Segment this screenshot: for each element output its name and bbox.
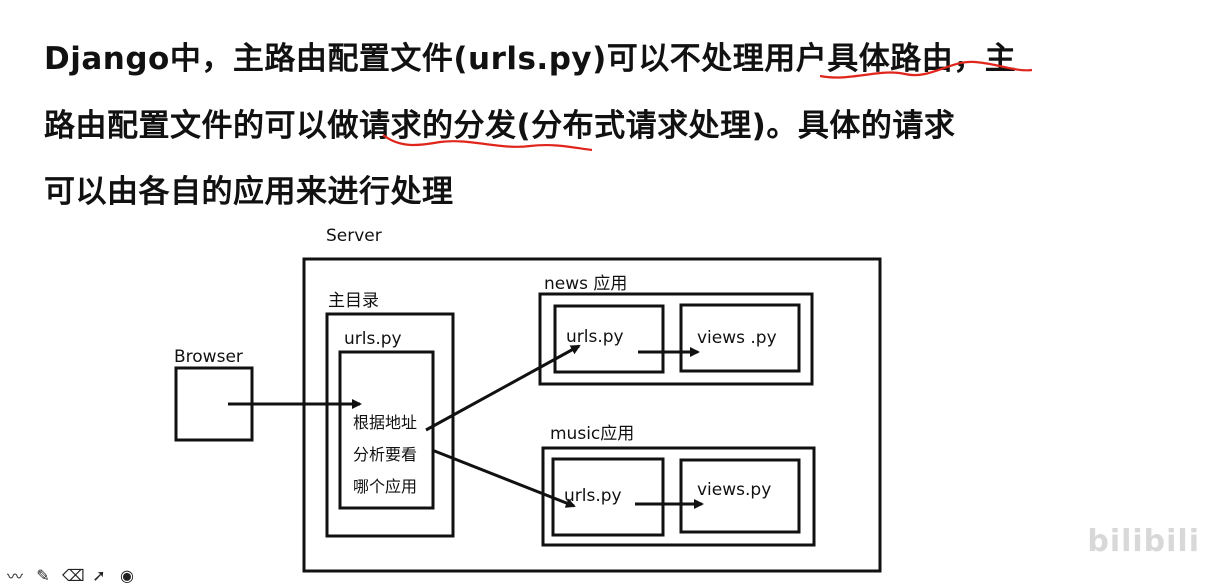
- arrow-urls-to-news: [425, 344, 581, 432]
- server-label: Server: [326, 226, 382, 246]
- main-urls-label: urls.py: [344, 329, 402, 349]
- pen-tool-icon[interactable]: 〰: [6, 567, 23, 586]
- browser-label: Browser: [174, 347, 243, 367]
- news-app-label: news 应用: [544, 274, 627, 294]
- annotation-toolbar: 〰 ✎ ⌫ ➚ ◉: [0, 562, 156, 588]
- news-views-label: views .py: [697, 328, 777, 348]
- heading-line-3: 可以由各自的应用来进行处理: [44, 174, 454, 210]
- news-urls-box: [553, 304, 665, 374]
- news-app-box: [538, 292, 814, 386]
- main-dir-label: 主目录: [328, 291, 379, 311]
- music-urls-label: urls.py: [564, 486, 622, 506]
- music-app-label: music应用: [550, 424, 634, 444]
- main-text-line-2: 分析要看: [353, 445, 417, 464]
- music-views-box: [679, 458, 801, 534]
- record-icon[interactable]: ◉: [120, 565, 134, 585]
- heading-line-1: Django中，主路由配置文件(urls.py)可以不处理用户具体路由，主: [44, 41, 1017, 77]
- main-urls-box: [338, 350, 435, 510]
- music-app-box: [541, 446, 816, 547]
- main-text-line-3: 哪个应用: [353, 477, 417, 496]
- annotation-underline-1: [819, 60, 1033, 79]
- news-urls-label: urls.py: [566, 327, 624, 347]
- eraser-icon[interactable]: ⌫: [62, 565, 85, 585]
- news-views-box: [679, 303, 801, 373]
- heading-line-2: 路由配置文件的可以做请求的分发(分布式请求处理)。具体的请求: [44, 108, 956, 144]
- music-views-label: views.py: [697, 480, 771, 500]
- pointer-icon[interactable]: ➚: [92, 565, 106, 585]
- main-dir-box: [325, 312, 455, 538]
- watermark-logo: bilibili: [1087, 524, 1200, 559]
- main-text-line-1: 根据地址: [353, 413, 417, 432]
- arrow-urls-to-music: [431, 448, 576, 508]
- highlighter-icon[interactable]: ✎: [36, 565, 50, 585]
- server-box: [302, 257, 882, 573]
- annotation-underline-2: [382, 134, 593, 152]
